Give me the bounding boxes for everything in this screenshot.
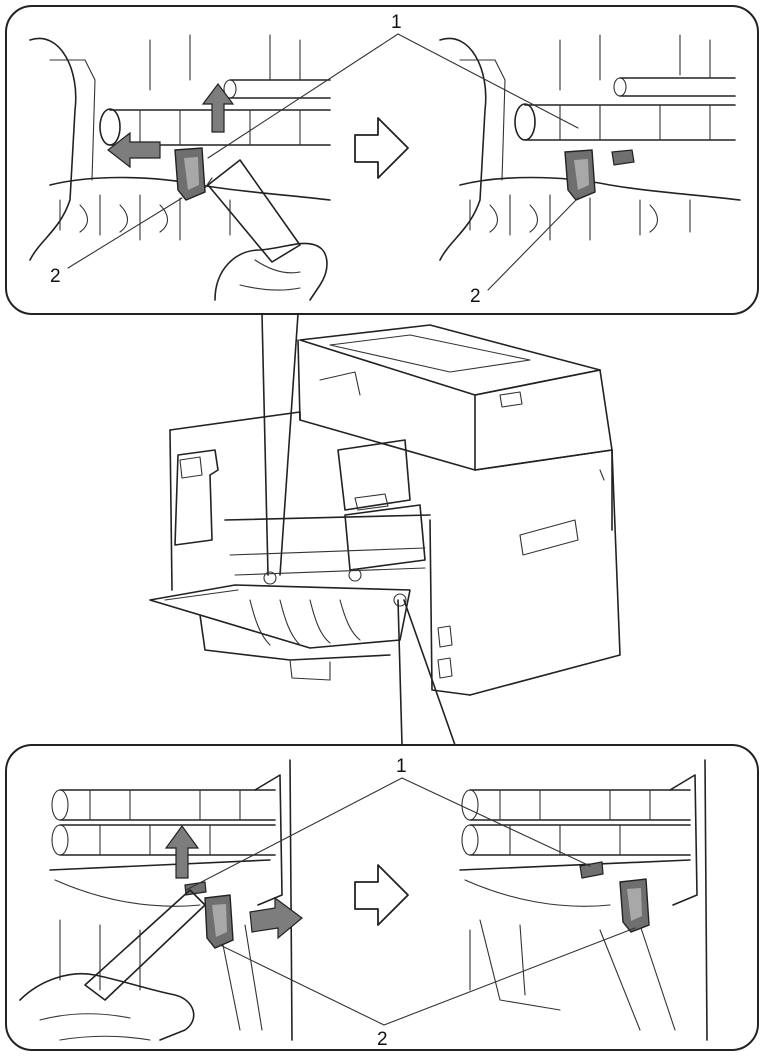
top-callout-1: 1 xyxy=(391,12,402,33)
bottom-step-arrow-icon xyxy=(354,864,409,926)
bottom-left-inset xyxy=(19,759,303,1041)
top-step-arrow-icon xyxy=(354,117,409,179)
top-left-left-arrow xyxy=(107,131,161,169)
bottom-left-right-arrow xyxy=(249,896,303,940)
machine-illustration xyxy=(149,324,621,696)
bottom-callout-1-leader xyxy=(185,777,591,891)
top-callout-1-leader xyxy=(207,33,579,159)
bottom-callout-1: 1 xyxy=(396,756,407,777)
bottom-left-up-arrow xyxy=(164,824,200,879)
bottom-callout-2: 2 xyxy=(377,1029,388,1050)
top-left-callout-2: 2 xyxy=(50,266,61,287)
top-right-callout-2: 2 xyxy=(470,286,481,307)
top-left-up-arrow xyxy=(201,83,235,133)
bottom-callout-2-leader xyxy=(219,927,636,1026)
top-left-inset xyxy=(29,34,331,301)
top-left-callout-2-leader xyxy=(67,197,183,269)
top-right-inset xyxy=(439,34,741,261)
top-detail-panel: 1 2 2 xyxy=(5,5,759,315)
bottom-detail-panel: 1 2 xyxy=(5,744,759,1051)
top-right-callout-2-leader xyxy=(487,197,579,291)
bottom-right-inset xyxy=(459,759,708,1041)
top-connector-lines xyxy=(261,313,299,576)
bottom-connector-lines xyxy=(397,599,456,746)
